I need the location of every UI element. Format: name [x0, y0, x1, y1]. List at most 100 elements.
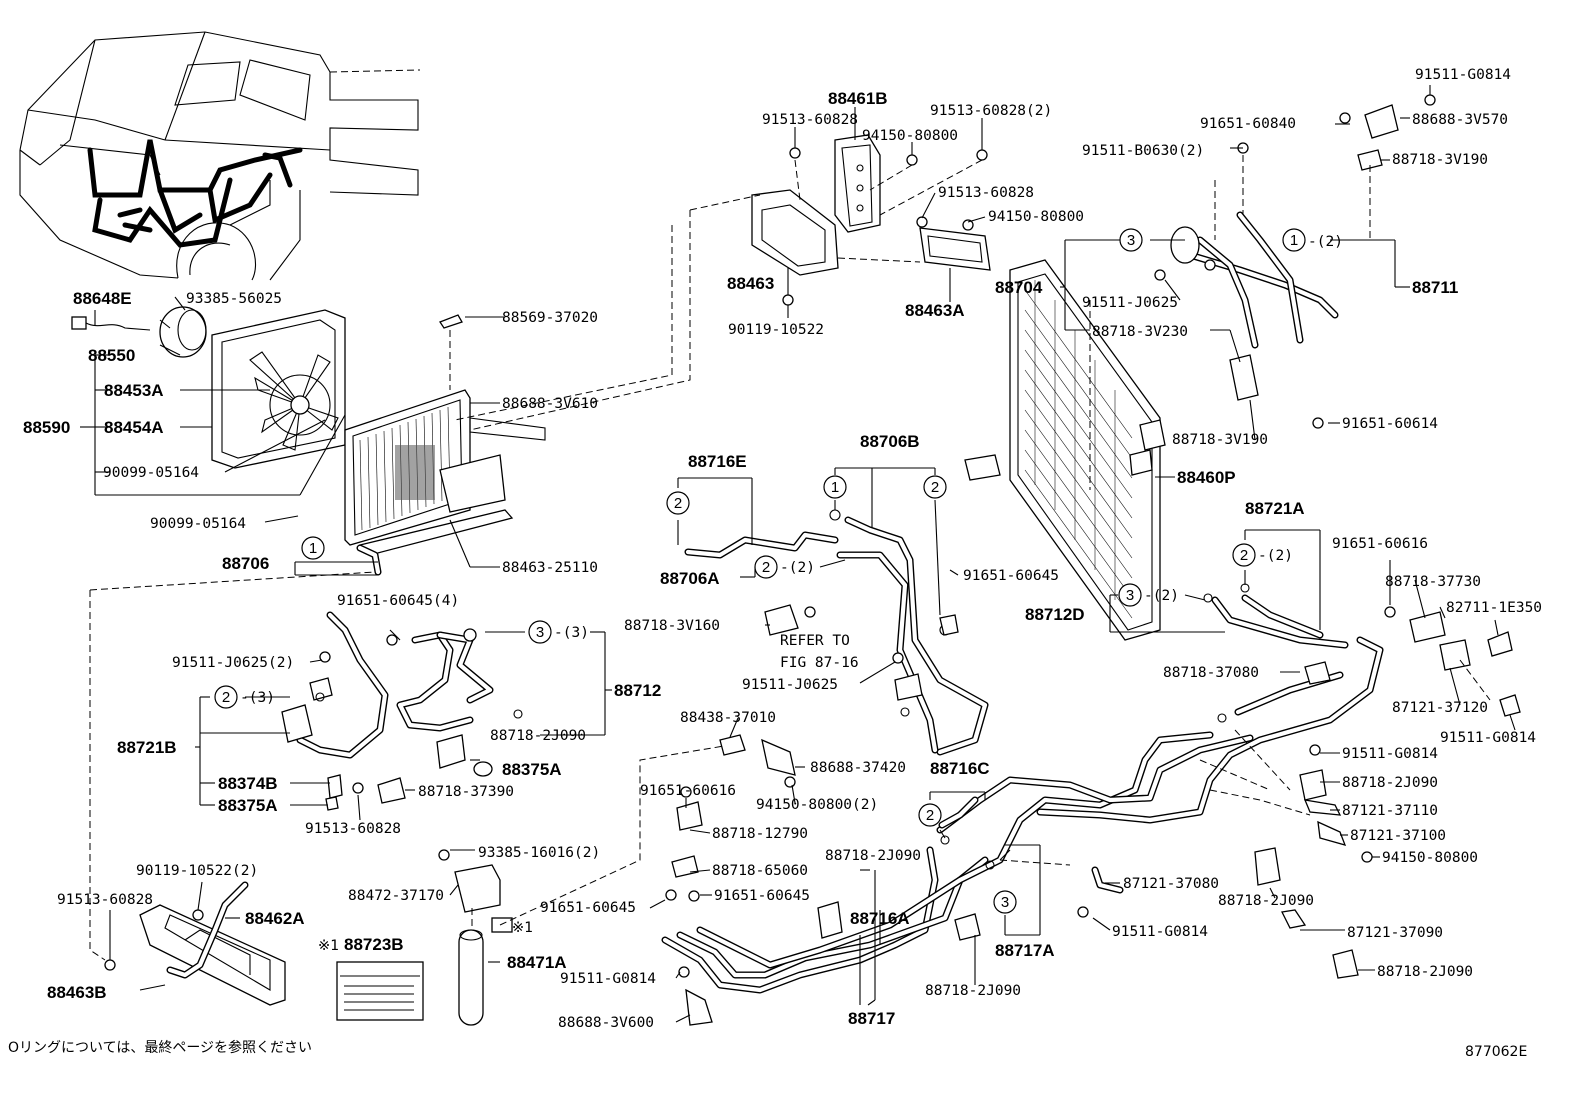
part-label[interactable]: 88688-3V610 — [502, 396, 598, 412]
part-label[interactable]: 91511-G0814 — [1415, 67, 1511, 83]
part-label[interactable]: 88723B — [344, 935, 404, 954]
part-label[interactable]: 91511-G0814 — [1112, 924, 1208, 940]
part-label[interactable]: 88718-37730 — [1385, 574, 1481, 590]
part-label[interactable]: 88712D — [1025, 605, 1085, 624]
part-label[interactable]: 88704 — [995, 278, 1043, 297]
part-label[interactable]: 88569-37020 — [502, 310, 598, 326]
part-label[interactable]: 91651-60645 — [714, 888, 810, 904]
part-label[interactable]: 88590 — [23, 418, 70, 437]
part-label[interactable]: 93385-56025 — [186, 291, 282, 307]
part-label[interactable]: 88472-37170 — [348, 888, 444, 904]
part-label[interactable]: 88438-37010 — [680, 710, 776, 726]
part-label[interactable]: 88706 — [222, 554, 269, 573]
part-label[interactable]: 88718-12790 — [712, 826, 808, 842]
part-label[interactable]: 90119-10522 — [728, 322, 824, 338]
part-label[interactable]: 91511-G0814 — [1440, 730, 1536, 746]
part-label[interactable]: 88453A — [104, 381, 164, 400]
part-label[interactable]: 88721B — [117, 738, 177, 757]
part-label[interactable]: 88462A — [245, 909, 305, 928]
part-label[interactable]: 87121-37100 — [1350, 828, 1446, 844]
part-label[interactable]: 91511-J0625(2) — [172, 655, 294, 671]
part-label[interactable]: 88463A — [905, 301, 965, 320]
part-label[interactable]: 88711 — [1412, 278, 1458, 297]
callout-2: 2 — [926, 807, 934, 824]
part-label[interactable]: 91651-60645 — [963, 568, 1059, 584]
part-label[interactable]: 91513-60828 — [305, 821, 401, 837]
part-label[interactable]: 88375A — [218, 796, 278, 815]
part-label[interactable]: 88718-37080 — [1163, 665, 1259, 681]
part-label[interactable]: 87121-37120 — [1392, 700, 1488, 716]
part-label[interactable]: 94150-80800(2) — [756, 797, 878, 813]
part-label[interactable]: 90099-05164 — [150, 516, 246, 532]
part-label[interactable]: 88463-25110 — [502, 560, 598, 576]
part-label[interactable]: 88454A — [104, 418, 164, 437]
part-label[interactable]: 88717A — [995, 941, 1055, 960]
part-label[interactable]: 94150-80800 — [862, 128, 958, 144]
part-label[interactable]: 87121-37090 — [1347, 925, 1443, 941]
part-label[interactable]: 88718-2J090 — [1377, 964, 1473, 980]
part-label[interactable]: 88718-3V160 — [624, 618, 720, 634]
part-label[interactable]: 91513-60828 — [762, 112, 858, 128]
qty-3: -(3) — [554, 625, 589, 641]
part-label[interactable]: 91511-B0630(2) — [1082, 143, 1204, 159]
part-label[interactable]: 88716E — [688, 452, 747, 471]
part-label[interactable]: 91651-60645(4) — [337, 593, 459, 609]
part-label[interactable]: 90119-10522(2) — [136, 863, 258, 879]
part-label[interactable]: 90099-05164 — [103, 465, 199, 481]
part-label[interactable]: 88550 — [88, 346, 135, 365]
part-label[interactable]: FIG 87-16 — [780, 655, 859, 671]
part-label[interactable]: 88461B — [828, 89, 888, 108]
part-label[interactable]: 94150-80800 — [1382, 850, 1478, 866]
part-label[interactable]: 88688-3V600 — [558, 1015, 654, 1031]
part-label[interactable]: 88460P — [1177, 468, 1236, 487]
part-label[interactable]: 91651-60614 — [1342, 416, 1438, 432]
part-label[interactable]: 88688-3V570 — [1412, 112, 1508, 128]
part-label[interactable]: 88718-3V190 — [1392, 152, 1488, 168]
part-label[interactable]: 87121-37080 — [1123, 876, 1219, 892]
part-label[interactable]: 91651-60616 — [1332, 536, 1428, 552]
part-label[interactable]: 88688-37420 — [810, 760, 906, 776]
part-label[interactable]: 88718-65060 — [712, 863, 808, 879]
part-label[interactable]: 91511-G0814 — [560, 971, 656, 987]
part-label[interactable]: 88375A — [502, 760, 562, 779]
part-label[interactable]: 88648E — [73, 289, 132, 308]
part-label[interactable]: 88721A — [1245, 499, 1305, 518]
part-label[interactable]: 91513-60828 — [57, 892, 153, 908]
part-label[interactable]: 88718-3V230 — [1092, 324, 1188, 340]
part-label[interactable]: 88706B — [860, 432, 920, 451]
part-label[interactable]: 87121-37110 — [1342, 803, 1438, 819]
part-label[interactable]: 88463B — [47, 983, 107, 1002]
part-label[interactable]: 91651-60645 — [540, 900, 636, 916]
part-label[interactable]: 88374B — [218, 774, 278, 793]
part-label[interactable]: 91651-60616 — [640, 783, 736, 799]
part-label[interactable]: 88706A — [660, 569, 720, 588]
part-label[interactable]: 88463 — [727, 274, 774, 293]
part-label[interactable]: 88712 — [614, 681, 661, 700]
part-label[interactable]: 88471A — [507, 953, 567, 972]
part-label[interactable]: 88718-2J090 — [925, 983, 1021, 999]
part-label[interactable]: 88718-2J090 — [1342, 775, 1438, 791]
part-label[interactable]: 88718-2J090 — [490, 728, 586, 744]
part-label[interactable]: 88718-2J090 — [1218, 893, 1314, 909]
callout-3: 3 — [1126, 587, 1134, 604]
part-label[interactable]: 91513-60828(2) — [930, 103, 1052, 119]
part-label[interactable]: 91511-J0625 — [742, 677, 838, 693]
part-label[interactable]: 88717 — [848, 1009, 895, 1028]
center-hoses — [684, 509, 989, 756]
main-pipe-run — [661, 583, 1521, 1026]
part-label[interactable]: REFER TO — [780, 633, 850, 649]
part-label[interactable]: 88716C — [930, 759, 990, 778]
part-label[interactable]: 88718-3V190 — [1172, 432, 1268, 448]
part-label[interactable]: 88716A — [850, 909, 910, 928]
part-label[interactable]: 93385-16016(2) — [478, 845, 600, 861]
part-label[interactable]: 91513-60828 — [938, 185, 1034, 201]
part-label[interactable]: 88718-2J090 — [825, 848, 921, 864]
part-label[interactable]: 82711-1E350 — [1446, 600, 1542, 616]
part-label[interactable]: 91511-G0814 — [1342, 746, 1438, 762]
truck-illustration — [19, 31, 421, 281]
part-label[interactable]: 91651-60840 — [1200, 116, 1296, 132]
part-label[interactable]: 88718-37390 — [418, 784, 514, 800]
part-label[interactable]: 94150-80800 — [988, 209, 1084, 225]
part-label[interactable]: 91511-J0625 — [1082, 295, 1178, 311]
